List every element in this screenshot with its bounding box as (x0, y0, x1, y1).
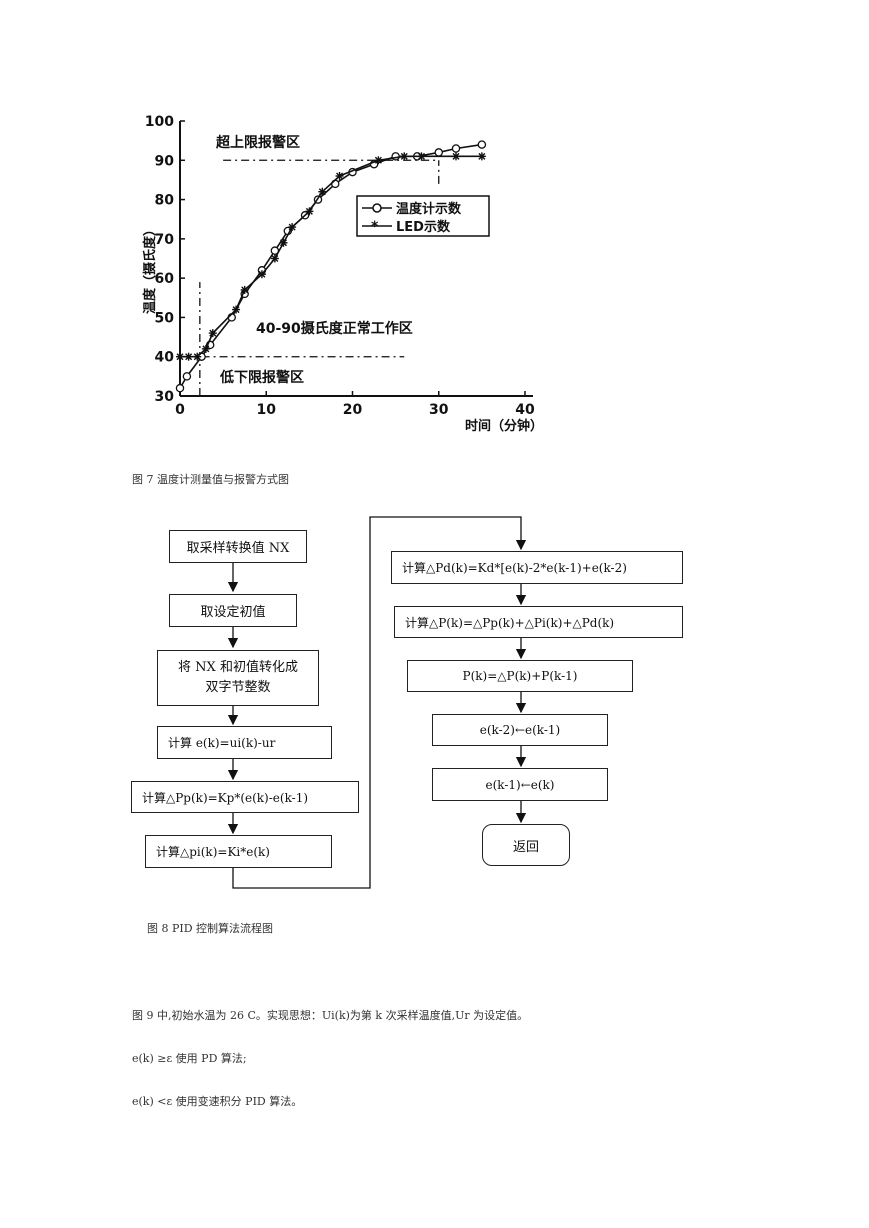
step-shift-ek1: e(k-1)←e(k) (432, 768, 608, 801)
step-read-initial: 取设定初值 (169, 594, 297, 627)
data-point-led (400, 152, 409, 161)
step-compute-dp: 计算△P(k)=△Pp(k)+△Pi(k)+△Pd(k) (394, 606, 683, 638)
y-tick-label: 90 (155, 153, 175, 169)
data-point-led (288, 223, 297, 232)
star-stroke (400, 152, 408, 160)
star-stroke (478, 152, 486, 160)
legend-label-thermometer: 温度计示数 (396, 201, 462, 217)
data-point-led (417, 152, 426, 161)
chart-series (175, 140, 487, 393)
normal-zone-label: 40-90摄氏度正常工作区 (256, 320, 413, 337)
x-tick-label: 10 (257, 402, 277, 418)
data-point-led (452, 152, 460, 161)
y-tick-label: 50 (155, 310, 175, 326)
data-point-led (305, 207, 314, 216)
step-compute-p: P(k)=△P(k)+P(k-1) (407, 660, 633, 692)
x-tick-label: 30 (429, 402, 449, 418)
upper-alarm-label: 超上限报警区 (215, 134, 300, 151)
alarm-threshold-lines (199, 159, 440, 396)
data-point-led (201, 344, 210, 353)
step-compute-dpi: 计算△pi(k)=Ki*e(k) (145, 835, 332, 868)
data-point-thermometer (477, 140, 487, 149)
step-shift-ek2: e(k-2)←e(k-1) (432, 714, 608, 746)
star-stroke (336, 172, 344, 180)
step-read-sample: 取采样转换值 NX (169, 530, 307, 563)
star-stroke (209, 329, 217, 337)
y-tick-label: 80 (155, 193, 175, 209)
data-point-led (184, 352, 193, 361)
star-stroke (374, 156, 382, 164)
lower-alarm-label: 低下限报警区 (219, 369, 304, 386)
x-axis-label: 时间（分钟） (465, 418, 543, 434)
data-point-thermometer (182, 372, 192, 381)
y-axis-label: 温度（摄氏度） (142, 223, 158, 314)
circle-marker-icon (372, 203, 382, 213)
paragraph-line-2: e(k) ≥ε 使用 PD 算法; (132, 1052, 247, 1065)
star-stroke (280, 239, 287, 247)
x-tick-label: 40 (515, 402, 535, 418)
chart-axes: 0 10 20 30 40 30 40 50 60 70 80 90 100 时间（分钟） 温度（摄氏度） (142, 114, 543, 434)
star-stroke (185, 353, 193, 361)
x-tick-label: 20 (343, 402, 363, 418)
star-stroke (258, 270, 266, 278)
x-tick-label: 0 (175, 402, 185, 418)
data-point-led (477, 152, 486, 161)
data-point-led (193, 352, 202, 361)
data-point-led (208, 329, 217, 338)
star-marker-icon: * (371, 219, 379, 235)
star-stroke (176, 353, 184, 361)
star-stroke (241, 286, 249, 294)
step-convert-double-byte: 将 NX 和初值转化成 双字节整数 (157, 650, 319, 706)
data-point-led (232, 305, 241, 314)
data-point-led (279, 238, 288, 247)
star-stroke (418, 152, 425, 160)
y-tick-label: 70 (155, 232, 175, 248)
data-point-led (374, 156, 383, 165)
star-stroke (202, 345, 210, 353)
y-tick-label: 40 (155, 350, 175, 366)
step-compute-error: 计算 e(k)=ui(k)-ur (157, 726, 332, 759)
data-point-led (176, 352, 184, 361)
figure8-caption: 图 8 PID 控制算法流程图 (147, 922, 274, 935)
star-stroke (271, 255, 279, 262)
data-point-led (240, 285, 249, 294)
data-point-led (270, 254, 279, 263)
star-stroke (452, 152, 460, 160)
paragraph-line-3: e(k) <ε 使用变速积分 PID 算法。 (132, 1095, 303, 1108)
data-point-led (257, 270, 266, 279)
data-point-led (318, 187, 327, 196)
step-return: 返回 (482, 824, 570, 866)
star-stroke (318, 188, 326, 196)
figure7-caption: 图 7 温度计测量值与报警方式图 (132, 473, 289, 486)
star-stroke (232, 306, 240, 314)
data-point-thermometer (451, 144, 461, 153)
step-compute-dpp: 计算△Pp(k)=Kp*(e(k)-e(k-1) (131, 781, 359, 813)
paragraph-line-1: 图 9 中,初始水温为 26 C。实现思想：Ui(k)为第 k 次采样温度值,U… (132, 1009, 529, 1022)
chart-legend: 温度计示数 * LED示数 (356, 195, 490, 237)
y-tick-label: 60 (155, 271, 175, 287)
star-stroke (288, 223, 296, 231)
y-tick-label: 30 (155, 389, 175, 405)
data-point-thermometer (175, 383, 185, 393)
data-point-led (335, 172, 344, 180)
legend-label-led: LED示数 (396, 219, 451, 235)
y-tick-label: 100 (145, 114, 174, 130)
step-compute-dpd: 计算△Pd(k)=Kd*[e(k)-2*e(k-1)+e(k-2) (391, 551, 683, 584)
star-stroke (305, 207, 313, 215)
star-stroke (193, 353, 201, 361)
